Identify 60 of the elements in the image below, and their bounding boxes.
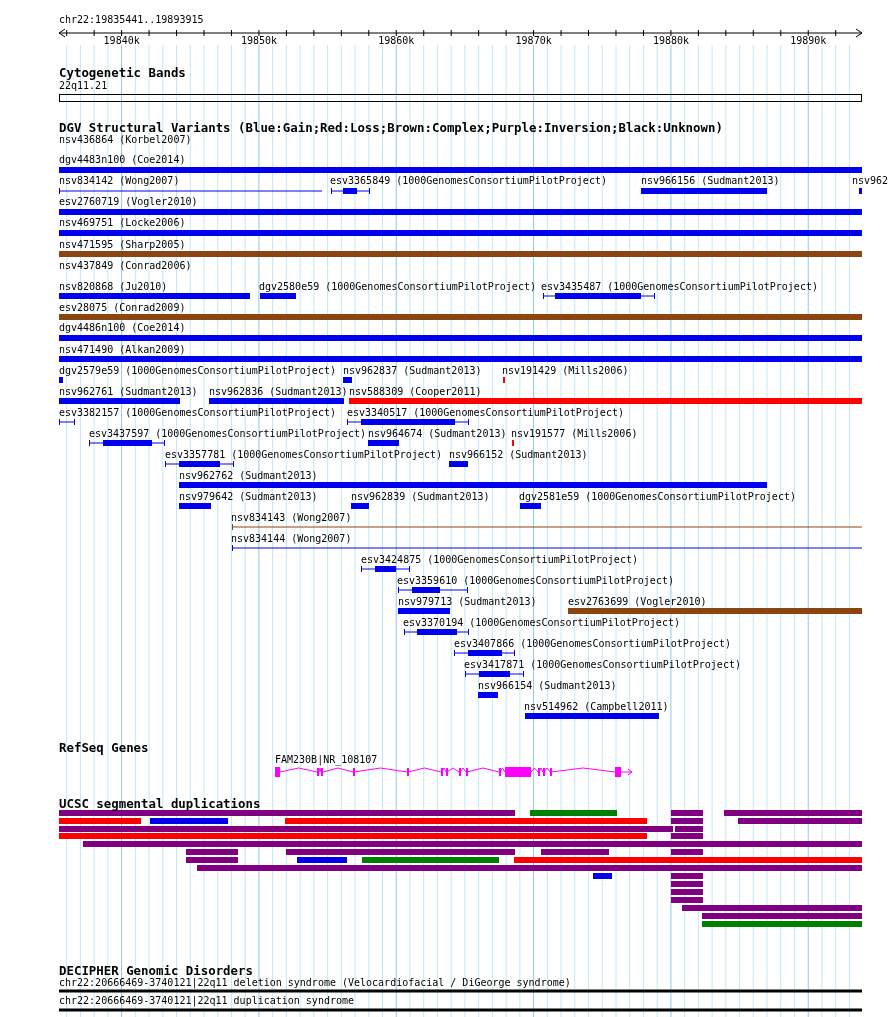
tick-label: 19840k bbox=[103, 35, 140, 47]
tick-label: 19880k bbox=[652, 35, 690, 47]
feature-label: esv3437597 (1000GenomesConsortiumPilotProject) bbox=[89, 428, 366, 440]
feature-label: esv3340517 (1000GenomesConsortiumPilotProject) bbox=[347, 407, 624, 419]
feature-label: nsv834143 (Wong2007) bbox=[231, 512, 352, 524]
feature-label: nsv437849 (Conrad2006) bbox=[59, 260, 192, 272]
feature-label: nsv979713 (Sudmant2013) bbox=[398, 596, 537, 608]
feature-label: nsv964674 (Sudmant2013) bbox=[368, 428, 507, 440]
track-heading: DGV Structural Variants (Blue:Gain;Red:Loss;Brown:Complex;Purple:Inversion;Black:Unknown) bbox=[59, 121, 723, 135]
feature-label: nsv834142 (Wong2007) bbox=[59, 175, 180, 187]
feature-label: nsv588309 (Cooper2011) bbox=[349, 386, 482, 398]
coordinate-label: chr22:19835441..19893915 bbox=[59, 14, 204, 26]
tick-label: 19850k bbox=[240, 35, 278, 47]
tick-label: 19870k bbox=[515, 35, 552, 47]
feature-label: nsv966154 (Sudmant2013) bbox=[478, 680, 617, 692]
feature-label: nsv471490 (Alkan2009) bbox=[59, 344, 186, 356]
feature-label: esv3417871 (1000GenomesConsortiumPilotProject) bbox=[464, 659, 741, 671]
feature-label: esv3435487 (1000GenomesConsortiumPilotProject) bbox=[541, 281, 818, 293]
feature-label: nsv962 bbox=[852, 175, 889, 187]
feature-label: esv3382157 (1000GenomesConsortiumPilotProject) bbox=[59, 407, 336, 419]
feature-label: nsv962761 (Sudmant2013) bbox=[59, 386, 198, 398]
feature-label: nsv820868 (Ju2010) bbox=[59, 281, 168, 293]
feature-label: nsv436864 (Korbel2007) bbox=[59, 134, 192, 146]
feature-label: 22q11.21 bbox=[59, 80, 108, 92]
feature-label: nsv962836 (Sudmant2013) bbox=[209, 386, 348, 398]
feature-label: esv3407866 (1000GenomesConsortiumPilotProject) bbox=[454, 638, 731, 650]
feature-label: dgv2581e59 (1000GenomesConsortiumPilotProject) bbox=[519, 491, 796, 503]
feature-label: nsv962762 (Sudmant2013) bbox=[179, 470, 318, 482]
feature-label: esv3424875 (1000GenomesConsortiumPilotProject) bbox=[361, 554, 638, 566]
feature-label: esv3357781 (1000GenomesConsortiumPilotProject) bbox=[165, 449, 442, 461]
feature-label: nsv191429 (Mills2006) bbox=[502, 365, 629, 377]
feature-label: esv2760719 (Vogler2010) bbox=[59, 196, 198, 208]
feature-label: nsv469751 (Locke2006) bbox=[59, 217, 186, 229]
feature-label: dgv4483n100 (Coe2014) bbox=[59, 154, 186, 166]
feature-label: nsv966156 (Sudmant2013) bbox=[641, 175, 780, 187]
feature-label: esv28075 (Conrad2009) bbox=[59, 302, 186, 314]
feature-label: dgv4486n100 (Coe2014) bbox=[59, 322, 186, 334]
feature-label: nsv962839 (Sudmant2013) bbox=[351, 491, 490, 503]
track-heading: UCSC segmental duplications bbox=[59, 797, 261, 811]
track-heading: RefSeq Genes bbox=[59, 741, 149, 755]
feature-label: esv2763699 (Vogler2010) bbox=[568, 596, 707, 608]
track-heading: Cytogenetic Bands bbox=[59, 66, 186, 80]
feature-label: nsv966152 (Sudmant2013) bbox=[449, 449, 588, 461]
feature-label: nsv962837 (Sudmant2013) bbox=[343, 365, 482, 377]
track-heading: DECIPHER Genomic Disorders bbox=[59, 964, 253, 978]
feature-label: esv3370194 (1000GenomesConsortiumPilotProject) bbox=[403, 617, 680, 629]
feature-label: chr22:20666469-3740121|22q11 deletion syndrome (Velocardiofacial / DiGeorge syndrome) bbox=[59, 977, 571, 989]
feature-label: chr22:20666469-3740121|22q11 duplication syndrome bbox=[59, 995, 354, 1007]
feature-label: dgv2579e59 (1000GenomesConsortiumPilotProject) bbox=[59, 365, 336, 377]
tick-label: 19860k bbox=[378, 35, 415, 47]
feature-label: nsv834144 (Wong2007) bbox=[231, 533, 352, 545]
feature-label: nsv471595 (Sharp2005) bbox=[59, 239, 186, 251]
feature-label: esv3359610 (1000GenomesConsortiumPilotProject) bbox=[397, 575, 674, 587]
tick-label: 19890k bbox=[790, 35, 827, 47]
gene-label: FAM230B|NR_108107 bbox=[275, 754, 378, 766]
feature-label: dgv2580e59 (1000GenomesConsortiumPilotProject) bbox=[259, 281, 536, 293]
feature-label: esv3365849 (1000GenomesConsortiumPilotProject) bbox=[330, 175, 607, 187]
feature-label: nsv514962 (Campbell2011) bbox=[524, 701, 669, 713]
feature-label: nsv191577 (Mills2006) bbox=[511, 428, 638, 440]
feature-label: nsv979642 (Sudmant2013) bbox=[179, 491, 318, 503]
